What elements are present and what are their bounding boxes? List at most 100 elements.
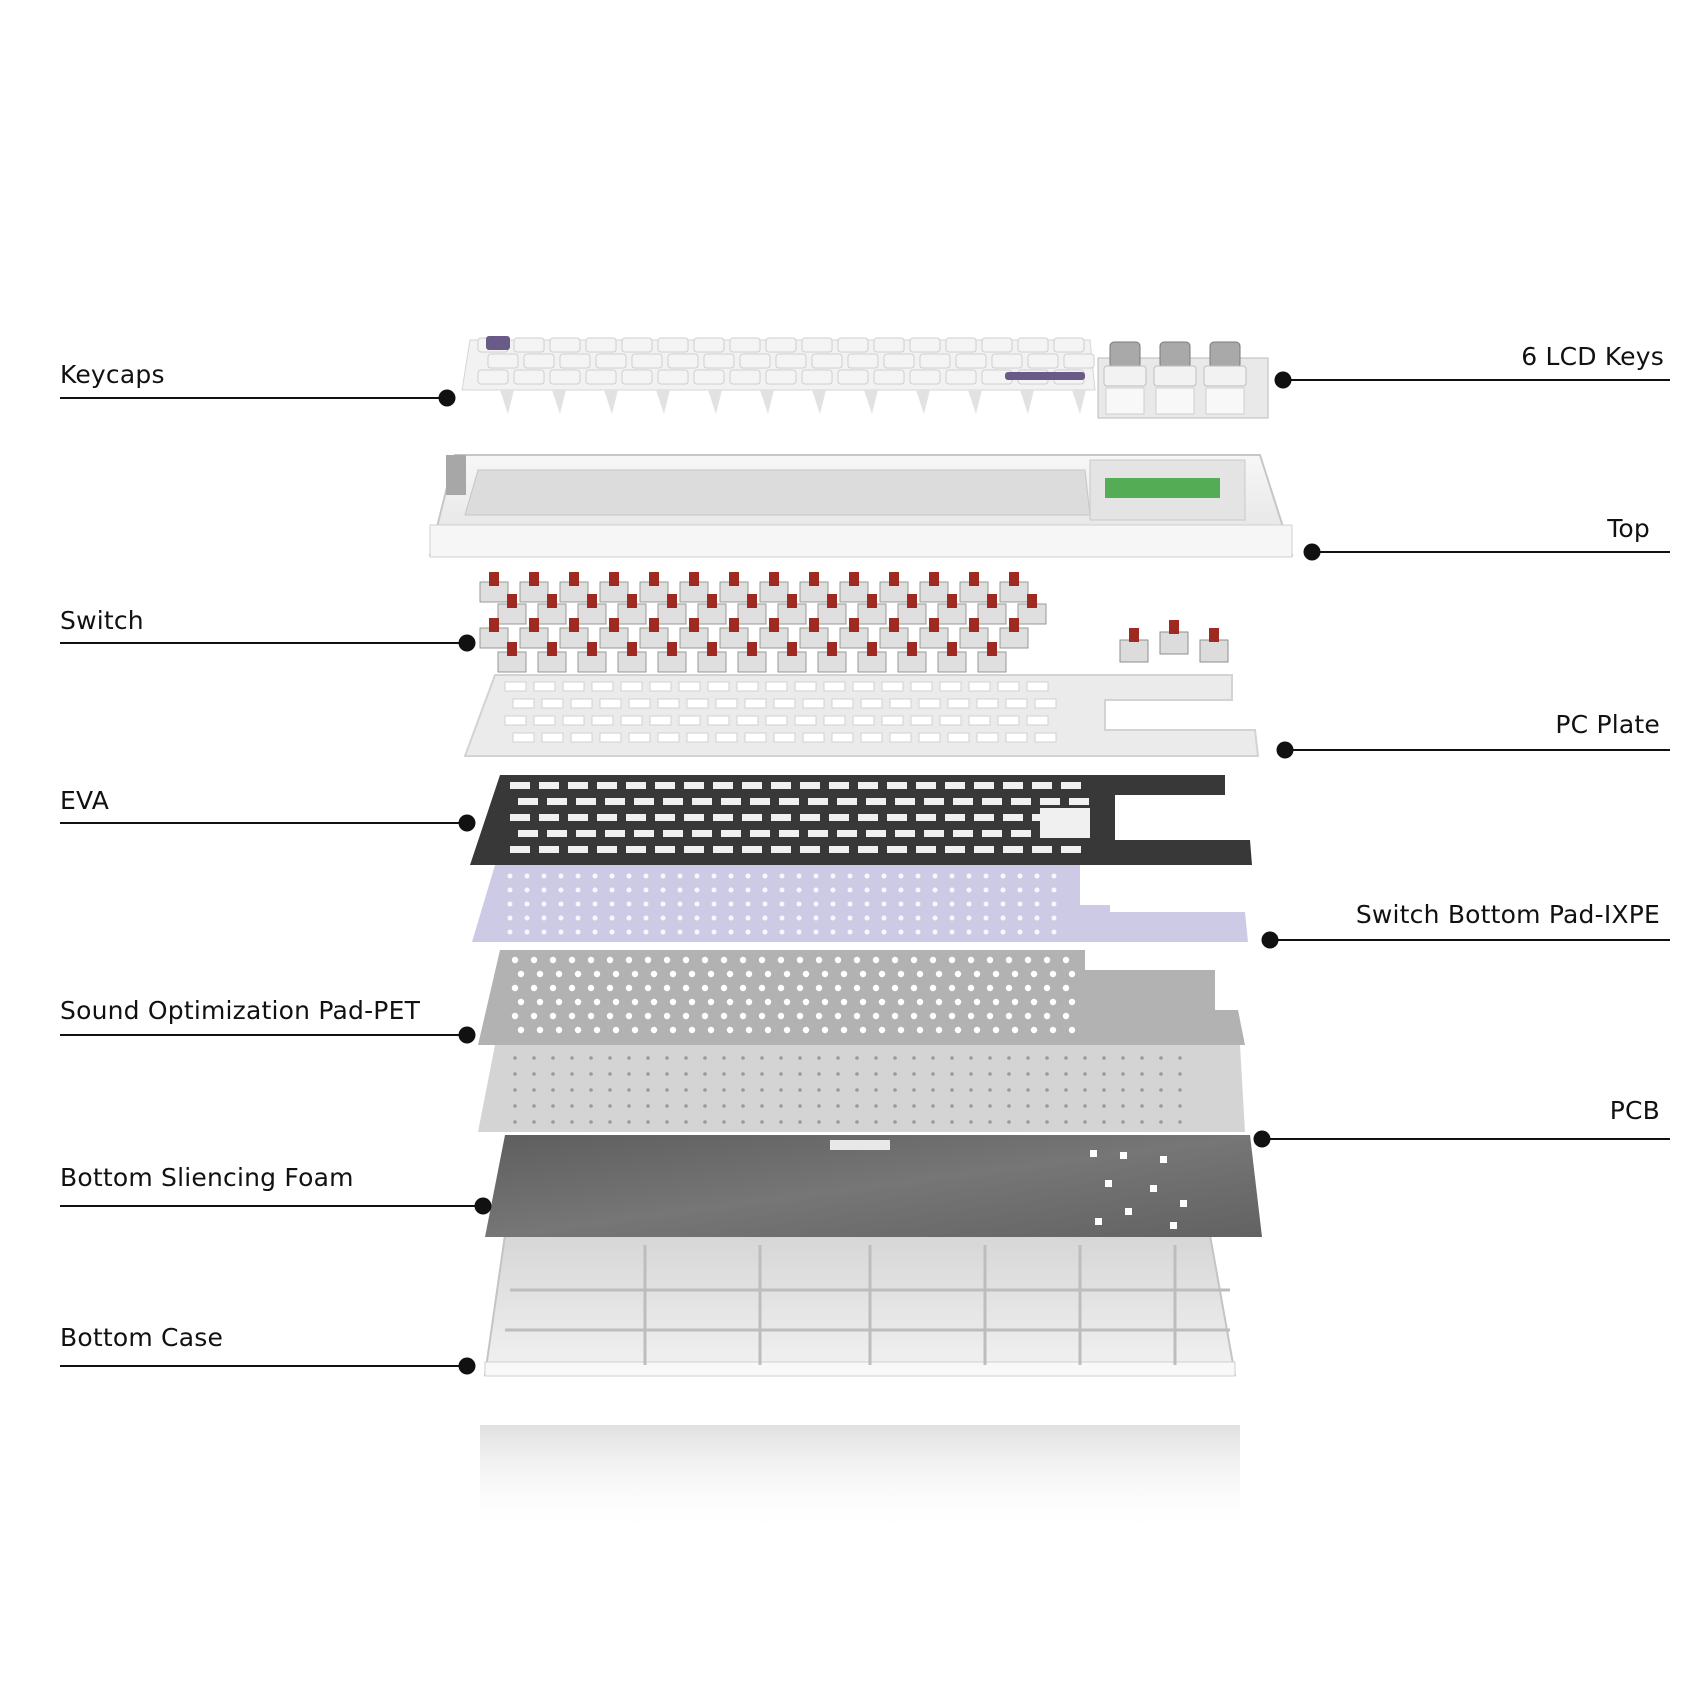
pet-dot	[929, 1012, 937, 1020]
pcb-dot	[1102, 1072, 1106, 1076]
eva-cutout	[634, 830, 654, 837]
pet-dot	[625, 956, 633, 964]
pet-dot	[802, 998, 810, 1006]
keycap	[1053, 337, 1085, 353]
pcb-dot	[950, 1120, 954, 1124]
switch-stem	[889, 572, 899, 586]
switch-stem	[729, 618, 739, 632]
ixpe-dot	[1034, 873, 1040, 879]
lcd-key-housing	[1105, 387, 1145, 415]
ixpe-dot	[983, 901, 989, 907]
keycap	[559, 353, 591, 369]
ixpe-dot	[711, 915, 717, 921]
lcd-key-top	[1159, 341, 1191, 369]
pet-dot	[929, 956, 937, 964]
pcb-dot	[703, 1088, 707, 1092]
ixpe-dot	[1034, 929, 1040, 935]
switch-stem	[587, 594, 597, 608]
pet-dot	[821, 1026, 829, 1034]
ixpe-dot	[660, 915, 666, 921]
ixpe-dot	[949, 873, 955, 879]
keycap	[1017, 337, 1049, 353]
pcb-dot	[1121, 1056, 1125, 1060]
keycap	[873, 337, 905, 353]
pcb-dot	[950, 1104, 954, 1108]
pcb-dot	[1178, 1120, 1182, 1124]
ixpe-dot	[796, 887, 802, 893]
pet-dot	[948, 1012, 956, 1020]
pcb-dot	[969, 1056, 973, 1060]
ixpe-dot	[881, 887, 887, 893]
pcb-dot	[855, 1120, 859, 1124]
pet-dot	[625, 1012, 633, 1020]
pcb-dot	[608, 1072, 612, 1076]
leader-dot	[458, 634, 476, 652]
ixpe-dot	[864, 901, 870, 907]
pcb-dot	[1140, 1072, 1144, 1076]
pet-dot	[821, 998, 829, 1006]
ixpe-dot	[1051, 887, 1057, 893]
pet-dot	[815, 956, 823, 964]
pet-dot	[650, 970, 658, 978]
eva-cutout	[626, 814, 646, 821]
ixpe-dot	[541, 929, 547, 935]
label-foam: Bottom Sliencing Foam	[60, 1163, 354, 1192]
ixpe-dot	[609, 873, 615, 879]
pet-dot	[872, 1012, 880, 1020]
eva-cutout	[1032, 782, 1052, 789]
plate-cutout	[570, 698, 593, 709]
pcb-dot	[1026, 1088, 1030, 1092]
pet-dot	[530, 1012, 538, 1020]
ixpe-dot	[813, 901, 819, 907]
keycap-stem	[760, 390, 774, 414]
ixpe-dot	[1000, 887, 1006, 893]
eva-cutout	[1040, 798, 1060, 805]
accent-keycap	[486, 336, 510, 350]
pcb-dot	[893, 1104, 897, 1108]
pcb-dot	[589, 1056, 593, 1060]
plate-cutout	[707, 681, 730, 692]
pcb-dot	[893, 1072, 897, 1076]
plate-cutout	[910, 715, 933, 726]
pet-dot	[935, 970, 943, 978]
plate-cutout	[881, 715, 904, 726]
ixpe-dot	[813, 915, 819, 921]
ixpe-dot	[626, 929, 632, 935]
lcd-key-body	[1203, 365, 1247, 387]
keycap-stem	[968, 390, 982, 414]
switch-stem	[627, 642, 637, 656]
pet-dot	[1005, 1012, 1013, 1020]
eva-cutout	[713, 814, 733, 821]
keycap	[729, 369, 761, 385]
ixpe-dot	[932, 887, 938, 893]
pcb-dot	[741, 1088, 745, 1092]
pcb-dot	[912, 1056, 916, 1060]
plate-cutout	[881, 681, 904, 692]
eva-opening	[1040, 808, 1090, 838]
pcb-layer	[478, 1045, 1245, 1132]
ixpe-dot	[541, 873, 547, 879]
top-frame-layer	[428, 454, 1294, 558]
ixpe-dot	[898, 915, 904, 921]
eva-cutout	[684, 814, 704, 821]
plate-cutout	[976, 732, 999, 743]
pet-dot	[1030, 1026, 1038, 1034]
eva-cutout	[808, 830, 828, 837]
eva-cutout	[626, 846, 646, 853]
plate-cutout	[657, 732, 680, 743]
ixpe-dot	[1017, 901, 1023, 907]
ixpe-dot	[745, 887, 751, 893]
pet-dot	[650, 1026, 658, 1034]
ixpe-dot	[762, 873, 768, 879]
switch-stem	[649, 618, 659, 632]
pcb-dot	[703, 1120, 707, 1124]
leader-dot	[458, 1357, 476, 1375]
pet-dot	[834, 1012, 842, 1020]
eva-cutout	[721, 830, 741, 837]
pet-dot	[777, 1012, 785, 1020]
ixpe-dot	[983, 915, 989, 921]
pcb-dot	[646, 1088, 650, 1092]
keycap-stem	[916, 390, 930, 414]
ixpe-dot	[779, 887, 785, 893]
plate-cutout	[533, 681, 556, 692]
